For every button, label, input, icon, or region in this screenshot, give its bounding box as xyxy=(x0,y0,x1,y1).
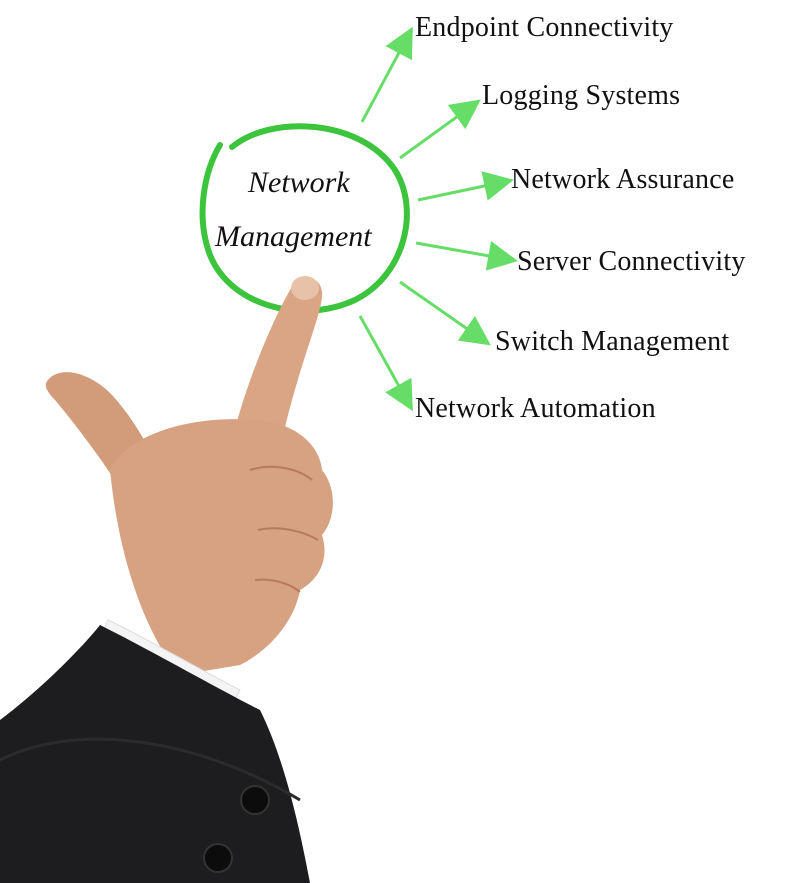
center-title-line2: Management xyxy=(215,220,372,253)
center-circle xyxy=(199,123,410,314)
arrow-endpoint-connectivity xyxy=(360,26,413,123)
arrow-network-automation xyxy=(358,315,413,412)
arrow-switch-management xyxy=(399,280,491,346)
arrow-server-connectivity xyxy=(415,241,518,271)
branch-server-connectivity: Server Connectivity xyxy=(517,246,746,277)
branch-logging-systems: Logging Systems xyxy=(482,80,681,111)
branch-endpoint-connectivity: Endpoint Connectivity xyxy=(415,12,674,43)
branch-network-automation: Network Automation xyxy=(415,393,656,424)
pointing-hand-image xyxy=(0,276,333,883)
arrow-logging-systems xyxy=(399,99,481,160)
center-title-line1: Network xyxy=(248,166,350,199)
branch-network-assurance: Network Assurance xyxy=(511,164,735,195)
arrow-network-assurance xyxy=(417,171,514,202)
branch-switch-management: Switch Management xyxy=(495,326,730,357)
